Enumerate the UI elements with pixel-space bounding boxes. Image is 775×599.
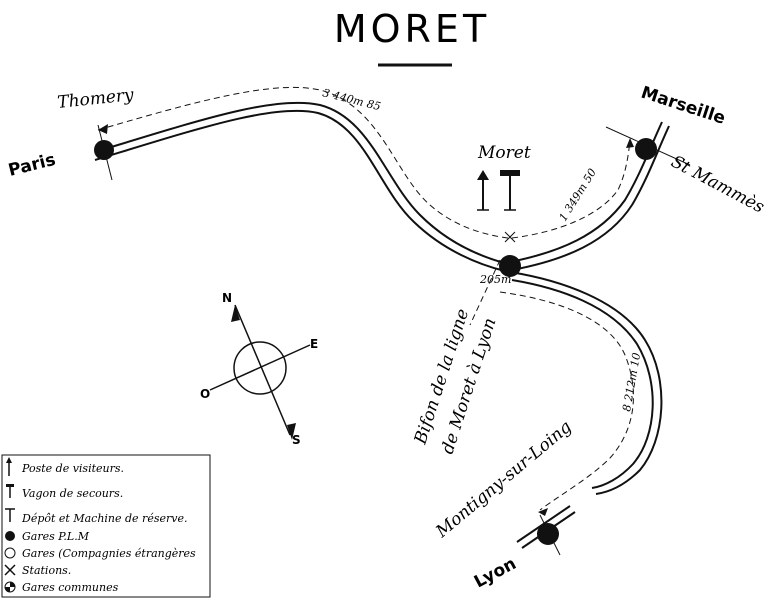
legend-label-0: Poste de visiteurs. [21,462,124,475]
compass-n: N [222,291,232,305]
label-paris: Paris [6,150,57,181]
vagon-secours-icon [6,484,14,498]
station-paris [94,140,114,160]
station-moret [499,255,521,277]
arrowheads [98,124,634,516]
distance-moret-st-mammes: 1 349m 50 [557,166,600,223]
legend-label-2: Dépôt et Machine de réserve. [21,512,187,525]
legend-label-6: Gares communes [22,581,119,594]
compass-e: E [310,337,318,351]
depot-machine-icon [5,508,15,522]
compass-s: S [292,433,301,447]
label-thomery: Thomery [56,85,134,113]
label-st-mammes: St Mammès [668,152,768,218]
station-cross-icon [504,231,516,243]
station-st-mammes [635,138,657,160]
label-lyon: Lyon [471,554,520,593]
vagon-secours-marker-icon [500,170,520,211]
distance-moret-montigny: 8 212m 10 [620,352,643,413]
legend-label-3: Gares P.L.M [22,530,90,543]
poste-visiteurs-marker-icon [477,170,489,211]
gare-etrangere-icon [4,547,16,559]
legend-label-4: Gares (Compagnies étrangères [22,547,196,560]
map-title: MORET [334,7,490,51]
gare-commune-icon [4,581,16,593]
label-marseille: Marseille [638,83,727,129]
distance-lines [97,86,634,511]
legend-label-1: Vagon de secours. [22,487,123,500]
legend-label-5: Stations. [22,564,71,577]
gare-plm-icon [5,531,15,541]
legend: Poste de visiteurs. Vagon de secours. Dé… [1,454,211,598]
poste-visiteurs-icon [6,457,12,476]
label-moret: Moret [477,143,531,163]
station-lyon-end [537,523,559,545]
track-moret-lyon [509,271,663,495]
compass-o: O [200,387,210,401]
compass-rose [209,304,311,440]
station-icon [4,564,16,576]
track-paris-moret [94,101,509,272]
distance-bif-offset: 205m [479,273,511,286]
